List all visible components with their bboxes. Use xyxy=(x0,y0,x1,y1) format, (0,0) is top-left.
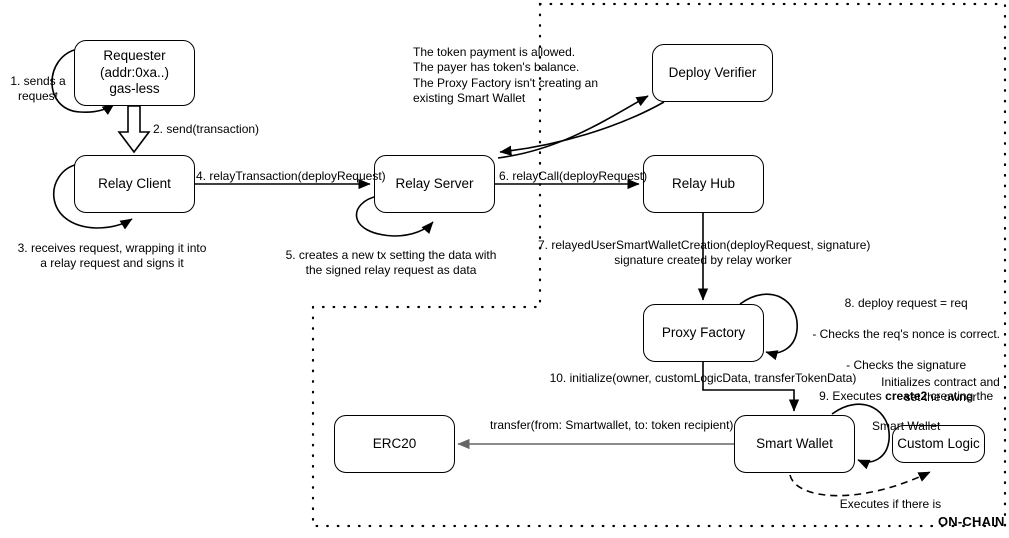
node-deploy-verifier-label: Deploy Verifier xyxy=(668,64,757,80)
node-proxy-factory-label: Proxy Factory xyxy=(661,324,746,340)
node-custom-logic[interactable]: Custom Logic xyxy=(892,425,985,463)
edge-requester-self xyxy=(51,48,115,116)
node-proxy-factory[interactable]: Proxy Factory xyxy=(643,304,764,362)
node-smart-wallet[interactable]: Smart Wallet xyxy=(734,415,855,473)
label-step-8-line-2: - Checks the req's nonce is correct. xyxy=(812,327,1001,342)
label-step-10: 10. initialize(owner, customLogicData, t… xyxy=(549,371,857,385)
label-step-1: 1. sends a request xyxy=(10,74,66,104)
edge-smart-wallet-self xyxy=(831,403,890,470)
label-executes-if-there-is: Executes if there is xyxy=(839,497,942,511)
edge-relay-server-self xyxy=(355,195,434,237)
label-step-4: 4. relayTransaction(deployRequest) xyxy=(196,169,386,183)
label-deploy-verifier-note: The token payment is allowed. The payer … xyxy=(413,45,599,106)
node-erc20-label: ERC20 xyxy=(372,435,417,451)
label-initializes-contract: Initializes contract and set the owner xyxy=(881,375,1000,405)
node-relay-hub-label: Relay Hub xyxy=(671,175,736,191)
node-relay-client-label: Relay Client xyxy=(98,175,171,191)
node-requester-line-3: gas-less xyxy=(109,81,160,97)
label-step-8-9: 8. deploy request = req - Checks the req… xyxy=(790,281,1009,450)
edge-requester-to-relay-client xyxy=(117,105,151,154)
edge-relay-server-to-deploy-verifier xyxy=(497,95,649,159)
edge-proxy-factory-to-smart-wallet xyxy=(702,362,800,412)
label-step-8-line-3: - Checks the signature xyxy=(846,357,967,372)
label-step-7: 7. relayedUserSmartWalletCreation(deploy… xyxy=(538,238,871,268)
edge-smart-wallet-to-custom-logic xyxy=(789,471,931,497)
node-erc20[interactable]: ERC20 xyxy=(334,415,455,473)
label-step-9-prefix: 9. Executes xyxy=(819,388,886,403)
label-step-6: 6. relayCall(deployRequest) xyxy=(499,169,648,183)
node-relay-server[interactable]: Relay Server xyxy=(374,155,495,213)
label-step-8-line-1: 8. deploy request = req xyxy=(844,296,968,311)
label-step-9-create2: create2 xyxy=(885,388,928,403)
label-step-9-suffix: creating the xyxy=(927,388,994,403)
label-step-5: 5. creates a new tx setting the data wit… xyxy=(285,248,497,278)
node-requester-line-2: (addr:0xa..) xyxy=(99,64,170,80)
edge-relay-client-self xyxy=(53,163,133,230)
node-relay-client[interactable]: Relay Client xyxy=(74,155,195,213)
label-step-3: 3. receives request, wrapping it into a … xyxy=(17,241,207,271)
node-requester-line-1: Requester xyxy=(103,47,166,63)
label-on-chain: ON-CHAIN xyxy=(938,514,1005,529)
node-requester[interactable]: Requester (addr:0xa..) gas-less xyxy=(74,40,195,106)
node-relay-server-label: Relay Server xyxy=(395,175,474,191)
node-custom-logic-label: Custom Logic xyxy=(897,435,980,451)
edge-deploy-verifier-to-relay-server xyxy=(499,101,665,156)
edge-proxy-factory-self xyxy=(739,293,798,361)
label-transfer: transfer(from: Smartwallet, to: token re… xyxy=(490,418,734,432)
node-deploy-verifier[interactable]: Deploy Verifier xyxy=(652,44,773,102)
node-relay-hub[interactable]: Relay Hub xyxy=(643,155,764,213)
label-step-9-line-2: Smart Wallet xyxy=(872,419,941,434)
label-step-2: 2. send(transaction) xyxy=(153,122,260,136)
node-smart-wallet-label: Smart Wallet xyxy=(756,435,833,451)
